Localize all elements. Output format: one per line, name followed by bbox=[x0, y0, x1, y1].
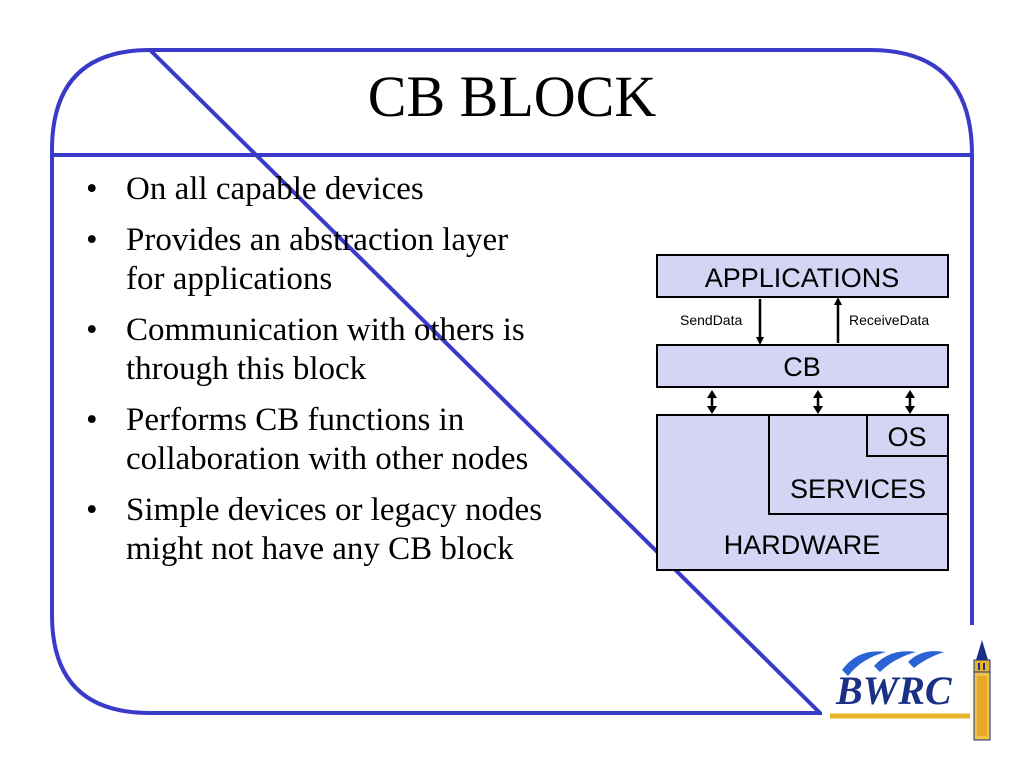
hardware-label: HARDWARE bbox=[724, 530, 881, 560]
bullet-line: Provides an abstraction layer bbox=[126, 222, 509, 258]
os-box bbox=[866, 414, 949, 457]
bidirectional-arrow bbox=[813, 390, 823, 414]
cb-label: CB bbox=[783, 352, 821, 382]
logo-text: BWRC bbox=[835, 668, 953, 713]
bullet-item: Simple devices or legacy nodes might not… bbox=[86, 491, 656, 569]
send-data-label: SendData bbox=[680, 312, 742, 328]
bullet-list: On all capable devices Provides an abstr… bbox=[86, 170, 656, 581]
bidirectional-arrows bbox=[707, 390, 915, 414]
bullet-item: Provides an abstraction layer for applic… bbox=[86, 221, 656, 299]
bidirectional-arrow bbox=[905, 390, 915, 414]
campanile-tower-icon bbox=[973, 640, 991, 741]
bullet-line: through this block bbox=[126, 351, 367, 387]
bullet-item: Communication with others is through thi… bbox=[86, 311, 656, 389]
bidirectional-arrow bbox=[707, 390, 717, 414]
bwrc-logo: BWRC bbox=[822, 636, 1002, 746]
os-label: OS bbox=[887, 422, 926, 452]
bullet-line: Performs CB functions in bbox=[126, 402, 465, 438]
bullet-line: On all capable devices bbox=[126, 171, 424, 207]
bullet-line: for applications bbox=[126, 261, 333, 297]
bullet-item: Performs CB functions in collaboration w… bbox=[86, 401, 656, 479]
bullet-line: might not have any CB block bbox=[126, 531, 514, 567]
bullet-line: collaboration with other nodes bbox=[126, 441, 529, 477]
services-label: SERVICES bbox=[790, 474, 926, 504]
applications-label: APPLICATIONS bbox=[705, 263, 900, 293]
cb-box bbox=[656, 344, 949, 388]
bullet-item: On all capable devices bbox=[86, 170, 656, 209]
slide-title: CB BLOCK bbox=[367, 64, 657, 129]
frame-border bbox=[50, 47, 974, 715]
bullet-line: Simple devices or legacy nodes bbox=[126, 492, 543, 528]
bullet-line: Communication with others is bbox=[126, 312, 525, 348]
receive-data-label: ReceiveData bbox=[849, 312, 929, 328]
applications-box bbox=[656, 254, 949, 298]
